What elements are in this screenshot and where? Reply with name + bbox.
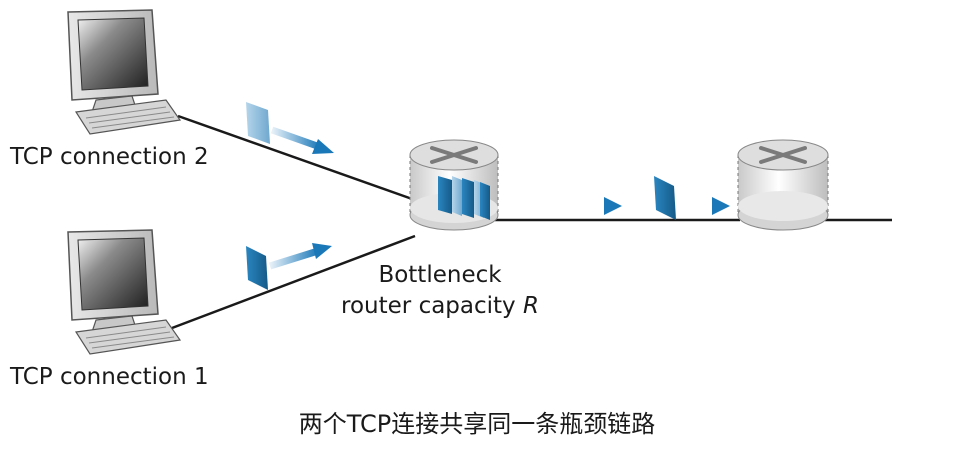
- arrow-icon: [312, 243, 332, 259]
- connection-2-label: TCP connection 2: [10, 144, 209, 170]
- arrow-icon: [270, 126, 322, 151]
- bottleneck-capacity: router capacity R: [330, 291, 550, 322]
- bottleneck-title: Bottleneck: [378, 262, 502, 288]
- desktop-computer-icon: [67, 9, 182, 135]
- arrow-icon: [712, 197, 730, 215]
- link-host1-router: [171, 234, 416, 330]
- bottleneck-capacity-text: router capacity: [341, 293, 523, 319]
- arrow-icon: [604, 197, 622, 215]
- packet-flow-between-routers: [654, 176, 730, 220]
- arrow-icon: [312, 139, 334, 154]
- packet-icon: [246, 246, 268, 290]
- bottleneck-label: Bottleneck router capacity R: [330, 260, 550, 322]
- outbound-flow: [500, 197, 622, 215]
- desktop-computer-icon: [67, 229, 182, 355]
- packet-icon: [654, 176, 676, 220]
- links: [171, 114, 892, 330]
- capacity-variable: R: [522, 293, 539, 319]
- connection-1-label: TCP connection 1: [10, 364, 209, 390]
- router-icon: [737, 139, 829, 231]
- packet-icon: [452, 176, 462, 216]
- packet-flow-connection-1: [246, 243, 332, 290]
- packet-flow-connection-2: [246, 102, 334, 154]
- link-host2-router: [177, 114, 416, 202]
- packet-queue: [438, 176, 490, 220]
- packet-icon: [462, 178, 474, 218]
- packet-icon: [438, 176, 452, 214]
- arrow-icon: [268, 247, 320, 270]
- packet-icon: [246, 102, 270, 144]
- packet-icon: [480, 182, 490, 220]
- figure-caption: 两个TCP连接共享同一条瓶颈链路: [298, 410, 656, 438]
